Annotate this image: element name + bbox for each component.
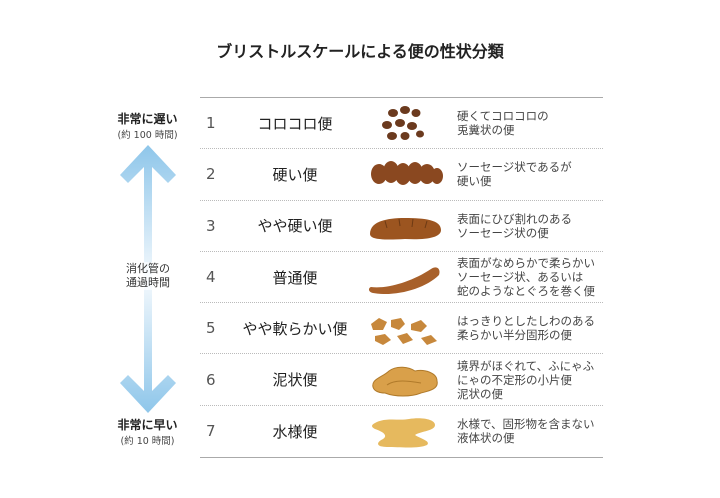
stool-type-2-image: [371, 161, 443, 186]
desc-line: 水様で、固形物を含まない: [457, 417, 595, 432]
table-row: 5 やや軟らかい便 はっきりとしたしわのある柔らかい半分固形の便: [200, 303, 603, 355]
desc-line: にゃの不定形の小片便: [457, 372, 572, 387]
desc-line: 兎糞状の便: [457, 123, 515, 138]
desc-line: ソーセージ状の便: [457, 225, 549, 240]
stool-type-6-image: [372, 367, 438, 397]
table-row: 3 やや硬い便 表面にひび割れのあるソーセージ状の便: [200, 201, 603, 252]
type-name: コロコロ便: [257, 114, 333, 133]
type-description: 境界がほぐれて、ふにゃふにゃの不定形の小片便泥状の便: [457, 354, 594, 404]
table-row: 6 泥状便 境界がほぐれて、ふにゃふにゃの不定形の小片便泥状の便: [200, 354, 603, 406]
fast-label-sub: (約 10 時間): [120, 436, 175, 447]
type-name: やや硬い便: [257, 217, 333, 236]
type-description: ソーセージ状であるが硬い便: [457, 149, 572, 199]
slow-label-sub: (約 100 時間): [117, 130, 178, 141]
desc-line: 表面にひび割れのある: [457, 211, 572, 226]
type-number: 1: [206, 114, 216, 133]
stool-type-5-image: [371, 318, 437, 346]
type-name: 硬い便: [272, 165, 318, 184]
desc-line: 蛇のようなとぐろを巻く便: [457, 284, 595, 299]
type-description: はっきりとしたしわのある柔らかい半分固形の便: [457, 303, 595, 353]
type-description: 水様で、固形物を含まない液体状の便: [457, 406, 595, 457]
type-number: 4: [206, 268, 216, 287]
stool-type-4-image: [368, 267, 440, 294]
type-name: 泥状便: [272, 371, 318, 390]
desc-line: 表面がなめらかで柔らかい: [457, 256, 595, 271]
type-description: 表面がなめらかで柔らかいソーセージ状、あるいは蛇のようなとぐろを巻く便: [457, 252, 595, 302]
type-name: 水様便: [272, 422, 318, 441]
type-number: 3: [206, 216, 216, 235]
bristol-table: 1 コロコロ便 硬くてコロコロの兎糞状の便 2 硬い便 ソーセージ状であるが硬い…: [200, 97, 603, 459]
fast-label: 非常に早い (約 10 時間): [100, 416, 195, 447]
transit-time-label: 消化管の 通過時間: [108, 262, 188, 290]
desc-line: 柔らかい半分固形の便: [457, 328, 572, 343]
stool-type-1-image: [382, 106, 424, 140]
transit-line-2: 通過時間: [126, 276, 170, 289]
type-number: 7: [206, 422, 216, 441]
type-name: 普通便: [272, 268, 318, 287]
slow-label: 非常に遅い (約 100 時間): [100, 110, 195, 141]
table-row: 7 水様便 水様で、固形物を含まない液体状の便: [200, 406, 603, 457]
desc-line: 泥状の便: [457, 386, 503, 401]
transit-line-1: 消化管の: [126, 262, 170, 275]
desc-line: 境界がほぐれて、ふにゃふ: [457, 358, 595, 373]
type-name: やや軟らかい便: [242, 319, 348, 338]
desc-line: ソーセージ状であるが: [457, 160, 572, 175]
desc-line: はっきりとしたしわのある: [457, 314, 595, 329]
table-row: 1 コロコロ便 硬くてコロコロの兎糞状の便: [200, 98, 603, 150]
stool-type-7-image: [372, 418, 435, 448]
page-title: ブリストルスケールによる便の性状分類: [216, 42, 504, 61]
desc-line: 硬い便: [457, 174, 492, 189]
stool-type-3-image: [370, 217, 441, 240]
fast-label-main: 非常に早い: [117, 418, 178, 432]
desc-line: ソーセージ状、あるいは: [457, 270, 584, 285]
desc-line: 液体状の便: [457, 431, 515, 446]
table-row: 2 硬い便 ソーセージ状であるが硬い便: [200, 149, 603, 201]
slow-label-main: 非常に遅い: [117, 112, 178, 126]
type-description: 表面にひび割れのあるソーセージ状の便: [457, 201, 572, 251]
type-number: 2: [206, 165, 216, 184]
type-number: 5: [206, 319, 216, 338]
desc-line: 硬くてコロコロの: [457, 109, 549, 124]
type-description: 硬くてコロコロの兎糞状の便: [457, 98, 549, 148]
type-number: 6: [206, 370, 216, 389]
table-row: 4 普通便 表面がなめらかで柔らかいソーセージ状、あるいは蛇のようなとぐろを巻く…: [200, 252, 603, 304]
